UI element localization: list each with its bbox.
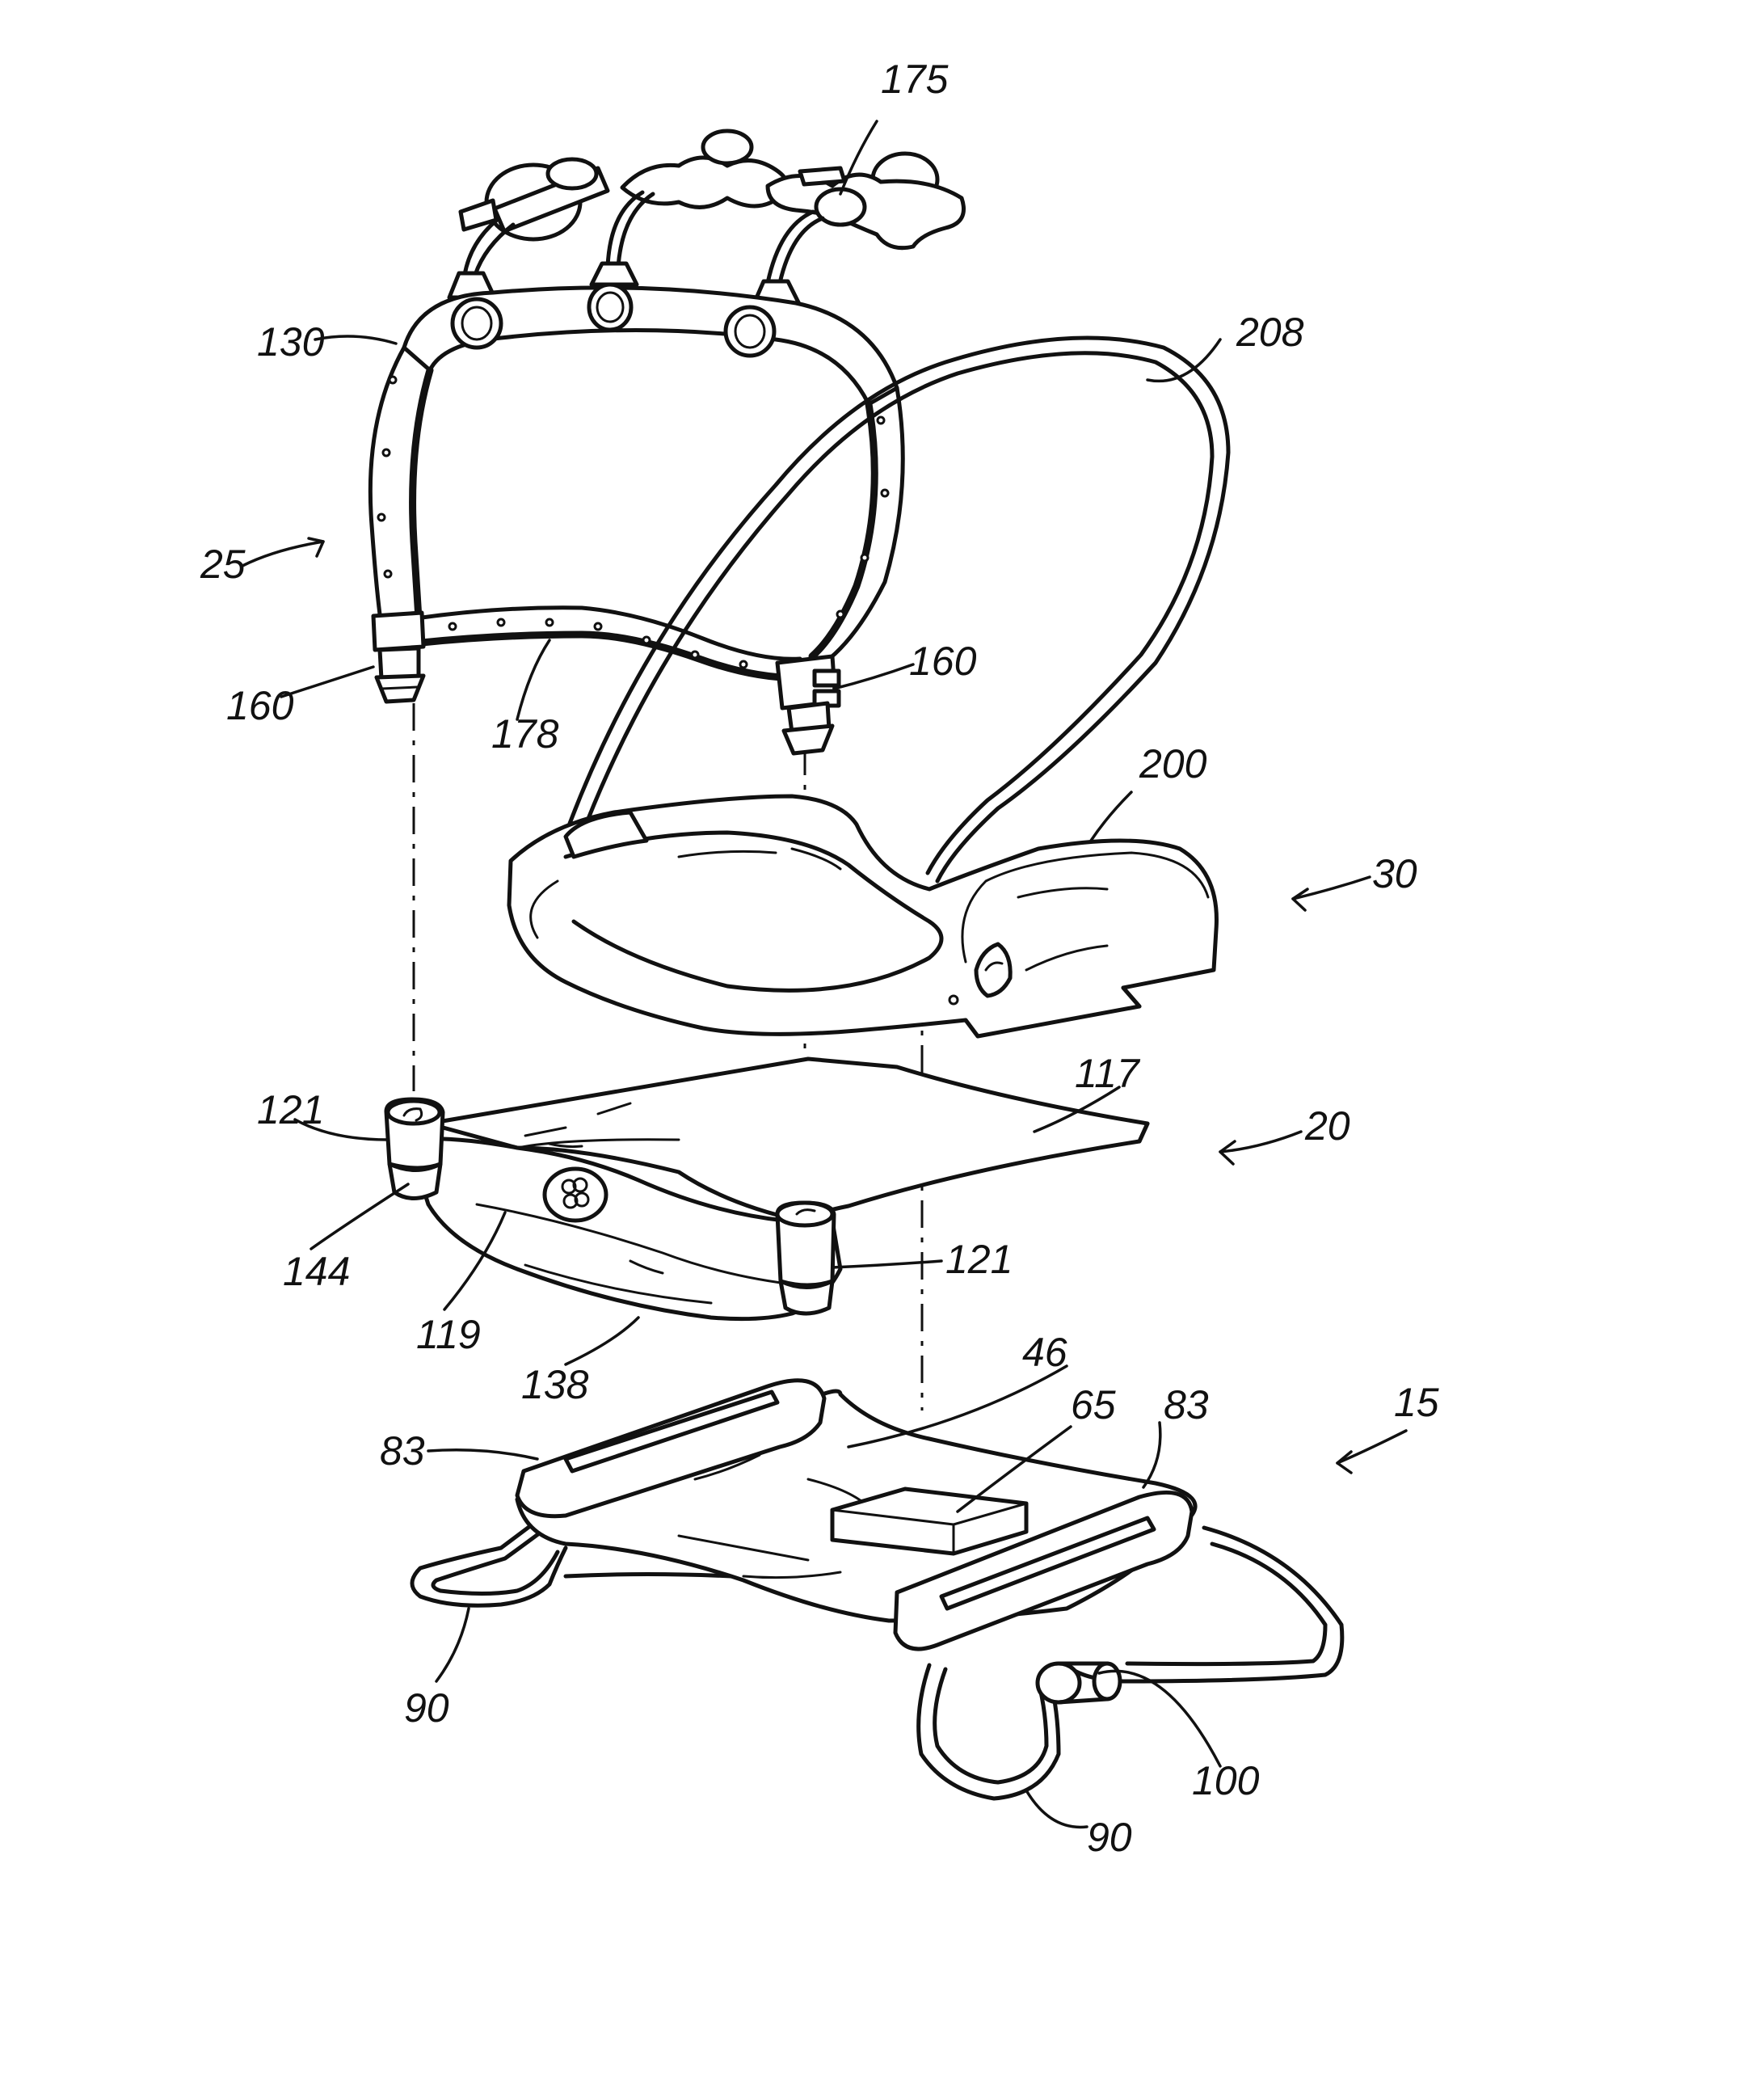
ref-15: 15 <box>1394 1380 1439 1425</box>
ref-121-left: 121 <box>257 1087 324 1132</box>
connector-left <box>373 613 423 702</box>
frame <box>386 1059 1147 1319</box>
connector-right <box>777 656 839 753</box>
ref-65: 65 <box>1071 1382 1116 1427</box>
ref-121-right: 121 <box>945 1237 1013 1282</box>
ref-144: 144 <box>283 1249 350 1294</box>
ref-160-left: 160 <box>226 683 294 728</box>
ref-83-right: 83 <box>1164 1382 1209 1427</box>
ref-117: 117 <box>1075 1051 1141 1096</box>
ref-130: 130 <box>257 319 325 365</box>
ref-175: 175 <box>881 57 949 102</box>
ref-160-right: 160 <box>909 639 977 684</box>
ref-46: 46 <box>1022 1330 1067 1375</box>
hanging-toys <box>461 131 964 248</box>
ref-20: 20 <box>1304 1103 1350 1149</box>
ref-119: 119 <box>416 1312 481 1357</box>
ref-90-left: 90 <box>404 1685 449 1731</box>
ref-90-right: 90 <box>1087 1815 1132 1860</box>
seat <box>509 338 1228 1036</box>
ref-178: 178 <box>491 711 559 757</box>
ref-200: 200 <box>1139 741 1207 786</box>
ref-138: 138 <box>521 1362 589 1407</box>
ref-100: 100 <box>1192 1758 1260 1803</box>
ref-25: 25 <box>200 542 246 587</box>
ref-30: 30 <box>1372 851 1417 896</box>
ref-208: 208 <box>1236 310 1304 355</box>
ref-83-left: 83 <box>380 1428 425 1474</box>
